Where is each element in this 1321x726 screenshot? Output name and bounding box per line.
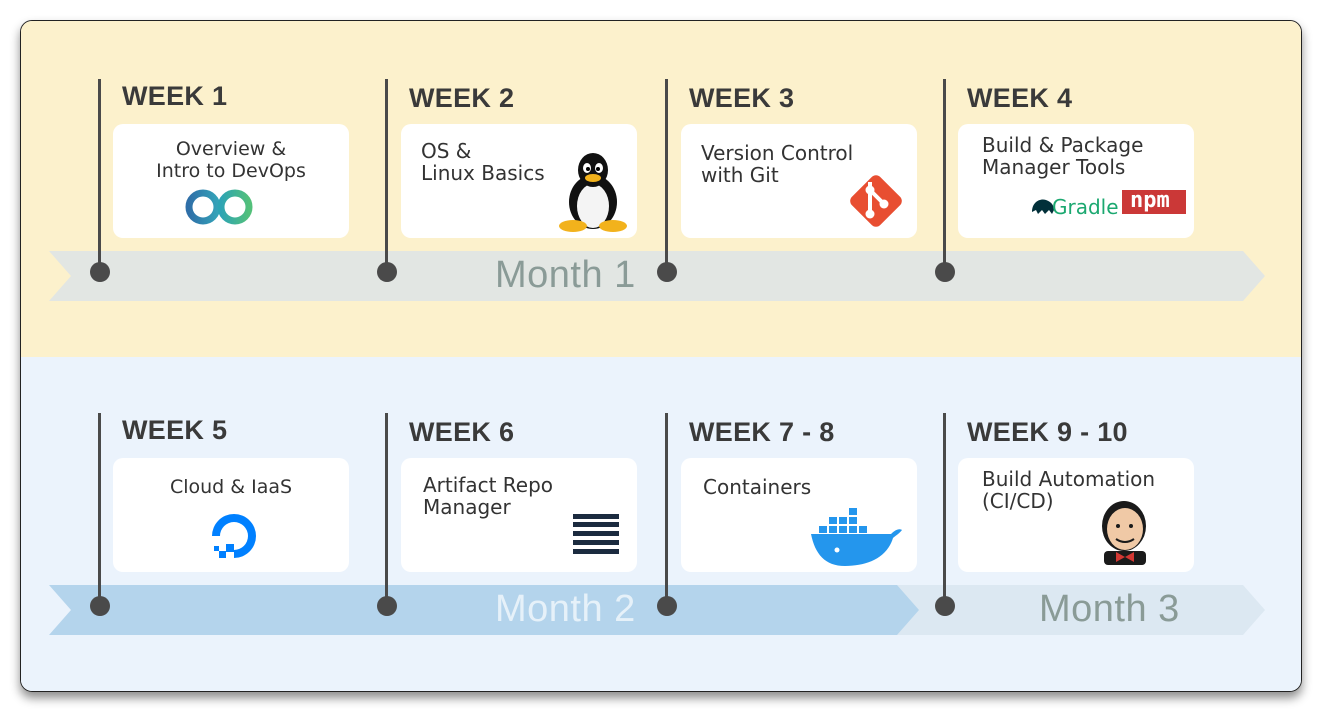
week-4-line <box>943 79 946 273</box>
jenkins-icon <box>1102 501 1146 565</box>
week-1-dot <box>90 262 110 282</box>
week-4-title: Build & Package Manager Tools <box>982 133 1144 179</box>
week-3-dot <box>657 262 677 282</box>
week-7-8-title: Containers <box>703 475 812 499</box>
week-1-title: Overview & Intro to DevOps <box>156 138 306 182</box>
week-1-heading: WEEK 1 <box>122 81 228 111</box>
week-6-card: Artifact Repo Manager <box>401 458 637 572</box>
docker-icon <box>811 508 902 566</box>
week-1-card: Overview & Intro to DevOps <box>113 124 349 238</box>
week-7-8-dot <box>657 596 677 616</box>
week-9-10-card: Build Automation (CI/CD) <box>958 458 1194 572</box>
week-7-8-heading: WEEK 7 - 8 <box>689 417 835 447</box>
month-3-label: Month 3 <box>1039 588 1180 630</box>
week-6-dot <box>377 596 397 616</box>
nexus-stack-icon <box>573 514 619 554</box>
digitalocean-icon <box>212 514 256 558</box>
month-2-label: Month 2 <box>495 588 636 630</box>
week-9-10-line <box>943 413 946 607</box>
week-9-10-dot <box>935 596 955 616</box>
week-5-title: Cloud & IaaS <box>169 476 293 498</box>
npm-logo: npm <box>1122 188 1186 214</box>
week-3-heading: WEEK 3 <box>689 83 795 113</box>
week-3-card: Version Control with Git <box>681 124 917 238</box>
week-4-dot <box>935 262 955 282</box>
week-2-heading: WEEK 2 <box>409 83 515 113</box>
week-9-10-heading: WEEK 9 - 10 <box>967 417 1128 447</box>
linux-tux-icon <box>559 153 627 232</box>
week-3-line <box>665 79 668 273</box>
week-2-line <box>385 79 388 273</box>
gradle-elephant-icon <box>1032 199 1054 214</box>
week-5-dot <box>90 596 110 616</box>
week-6-title: Artifact Repo Manager <box>423 473 554 519</box>
week-4-card: Build & Package Manager Tools Gradle npm <box>958 124 1194 238</box>
git-icon <box>850 175 902 227</box>
month-1-label: Month 1 <box>495 254 636 296</box>
npm-logo-text: npm <box>1130 188 1170 213</box>
week-5-line <box>98 413 101 607</box>
week-9-10-title: Build Automation (CI/CD) <box>982 467 1156 513</box>
week-7-8-card: Containers <box>681 458 917 572</box>
week-2-title: OS & Linux Basics <box>421 139 545 185</box>
month-3-arrow <box>881 585 1265 635</box>
month-2-arrow <box>49 585 919 635</box>
week-1-line <box>98 79 101 273</box>
roadmap-frame: Month 1 Month 2 Month 3 WEEK 1 Overview … <box>20 20 1302 692</box>
week-6-heading: WEEK 6 <box>409 417 515 447</box>
week-3-title: Version Control with Git <box>701 141 854 187</box>
week-5-heading: WEEK 5 <box>122 415 228 445</box>
week-2-dot <box>377 262 397 282</box>
gradle-npm-icon: Gradle npm <box>1030 188 1190 220</box>
week-6-line <box>385 413 388 607</box>
week-5-card: Cloud & IaaS <box>113 458 349 572</box>
devops-infinity-icon <box>185 189 253 225</box>
gradle-logo-text: Gradle <box>1052 195 1119 219</box>
week-7-8-line <box>665 413 668 607</box>
week-4-heading: WEEK 4 <box>967 83 1073 113</box>
week-2-card: OS & Linux Basics <box>401 124 637 238</box>
